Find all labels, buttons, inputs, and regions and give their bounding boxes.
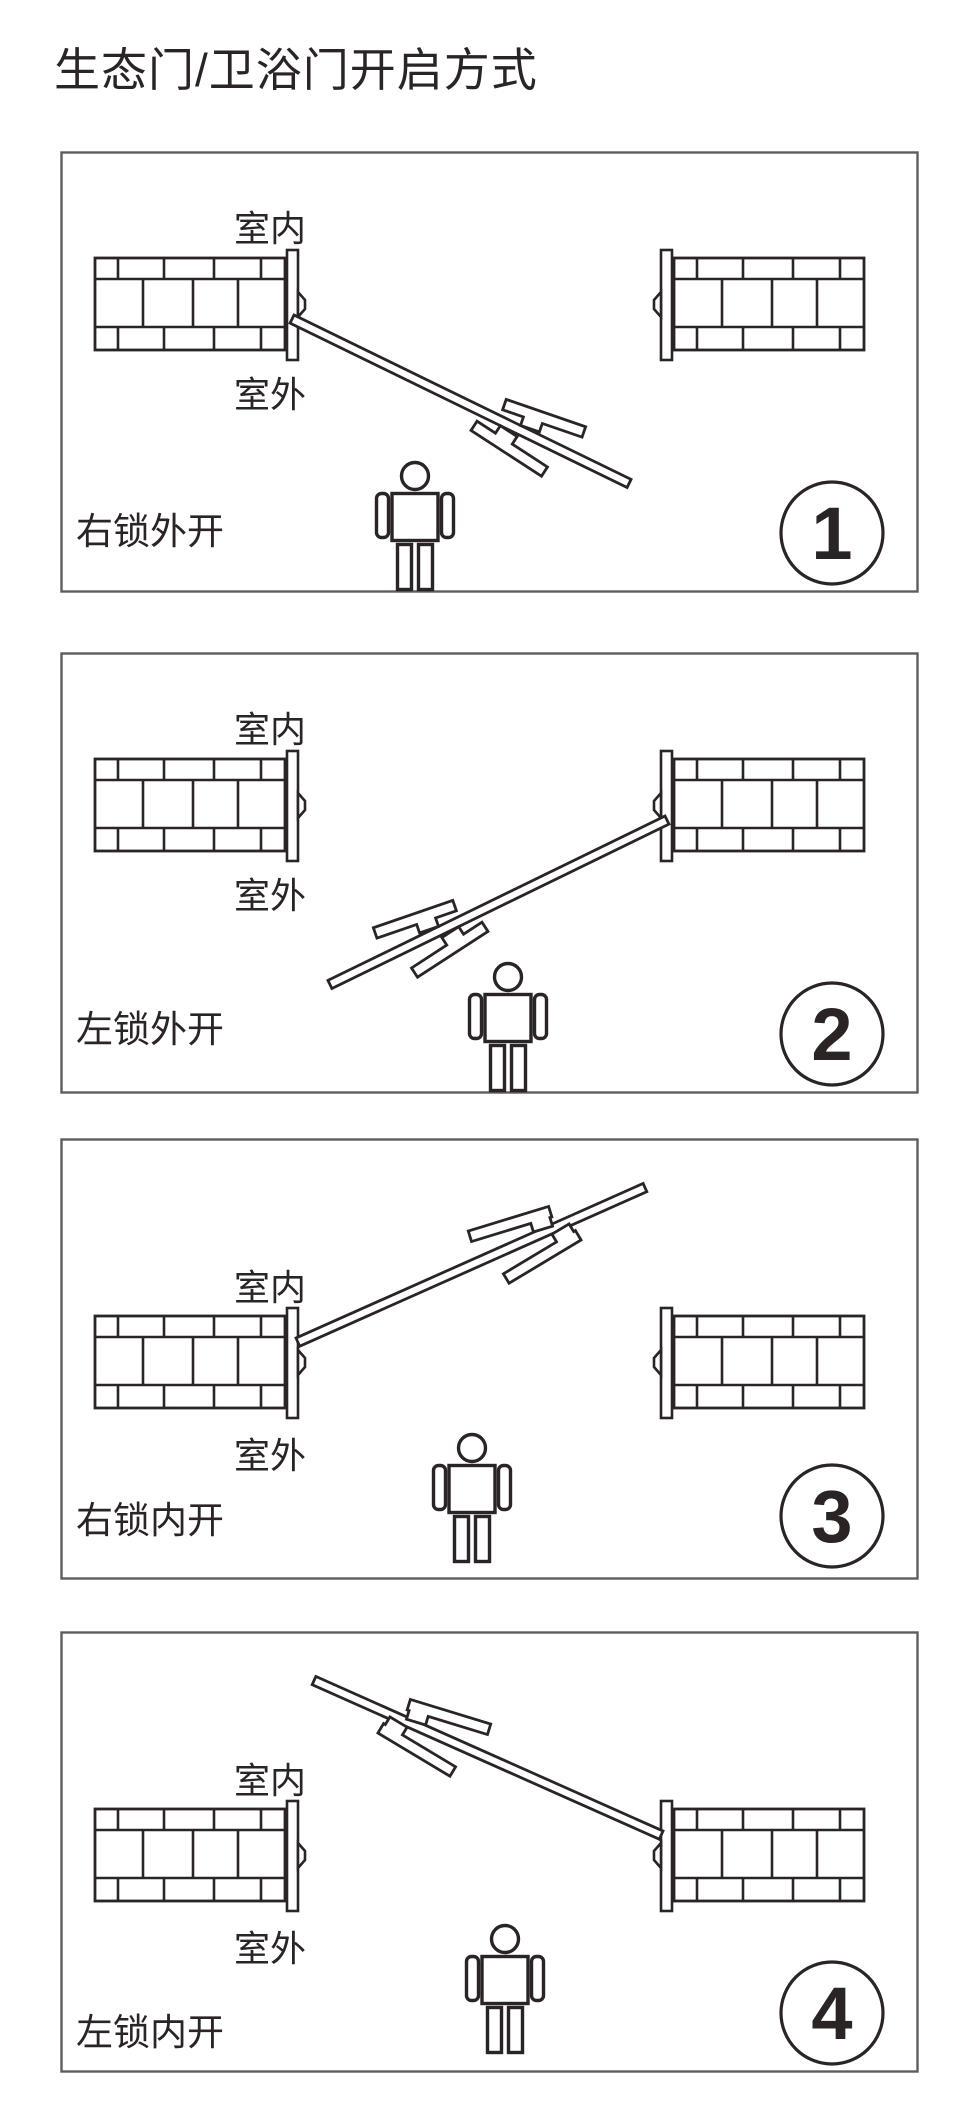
door-jamb-left <box>285 1799 307 1913</box>
brick-wall-right <box>672 256 866 352</box>
panel-border <box>60 652 919 1094</box>
badge-circle <box>779 480 885 586</box>
panel-border <box>60 1631 919 2073</box>
door-jamb-right <box>652 749 674 863</box>
panel-border <box>60 151 919 593</box>
panel-caption: 左锁内开 <box>76 2012 224 2053</box>
number-badge: 2 <box>779 981 885 1087</box>
panel-2: 室内 室外 左锁外开 2 <box>60 652 919 1094</box>
badge-circle <box>779 1463 885 1569</box>
person-icon <box>374 460 456 592</box>
number-badge: 1 <box>779 480 885 586</box>
panel-1: 室内 室外 右锁外开 1 <box>60 151 919 593</box>
door-open-inward <box>299 1649 676 1866</box>
door-jamb-left <box>285 1306 307 1420</box>
brick-wall-right <box>672 1807 866 1903</box>
door-jamb-left <box>285 749 307 863</box>
number-badge: 4 <box>779 1960 885 2066</box>
door-jamb-right <box>652 1306 674 1420</box>
badge-number: 2 <box>811 993 852 1076</box>
panel-caption: 右锁内开 <box>76 1500 224 1541</box>
outdoor-label: 室外 <box>234 374 306 415</box>
person-icon <box>431 1432 513 1564</box>
door-jamb-left <box>285 248 307 362</box>
brick-wall-right <box>672 1314 866 1410</box>
brick-wall-left <box>93 1807 287 1903</box>
badge-circle <box>779 981 885 1087</box>
badge-number: 1 <box>811 492 852 575</box>
door-jamb-right <box>652 248 674 362</box>
brick-wall-left <box>93 1314 287 1410</box>
brick-wall-left <box>93 757 287 853</box>
brick-wall-left <box>93 256 287 352</box>
panel-border <box>60 1138 919 1580</box>
brick-wall-right <box>672 757 866 853</box>
indoor-label: 室内 <box>234 709 306 750</box>
outdoor-label: 室外 <box>234 1435 306 1476</box>
panel-3: 室内 室外 右锁内开 3 <box>60 1138 919 1580</box>
panel-4: 室内 室外 左锁内开 4 <box>60 1631 919 2073</box>
door-open-outward <box>276 288 645 514</box>
door-open-inward <box>283 1156 660 1373</box>
outdoor-label: 室外 <box>234 875 306 916</box>
panel-caption: 左锁外开 <box>76 1009 224 1050</box>
badge-number: 3 <box>811 1475 852 1558</box>
indoor-label: 室内 <box>234 1760 306 1801</box>
outdoor-label: 室外 <box>234 1928 306 1969</box>
badge-circle <box>779 1960 885 2066</box>
panel-caption: 右锁外开 <box>76 511 224 552</box>
badge-number: 4 <box>811 1972 852 2055</box>
person-icon <box>467 961 549 1093</box>
indoor-label: 室内 <box>234 1267 306 1308</box>
door-jamb-right <box>652 1799 674 1913</box>
page-title: 生态门/卫浴门开启方式 <box>54 44 538 96</box>
person-icon <box>464 1923 546 2055</box>
indoor-label: 室内 <box>234 208 306 249</box>
number-badge: 3 <box>779 1463 885 1569</box>
